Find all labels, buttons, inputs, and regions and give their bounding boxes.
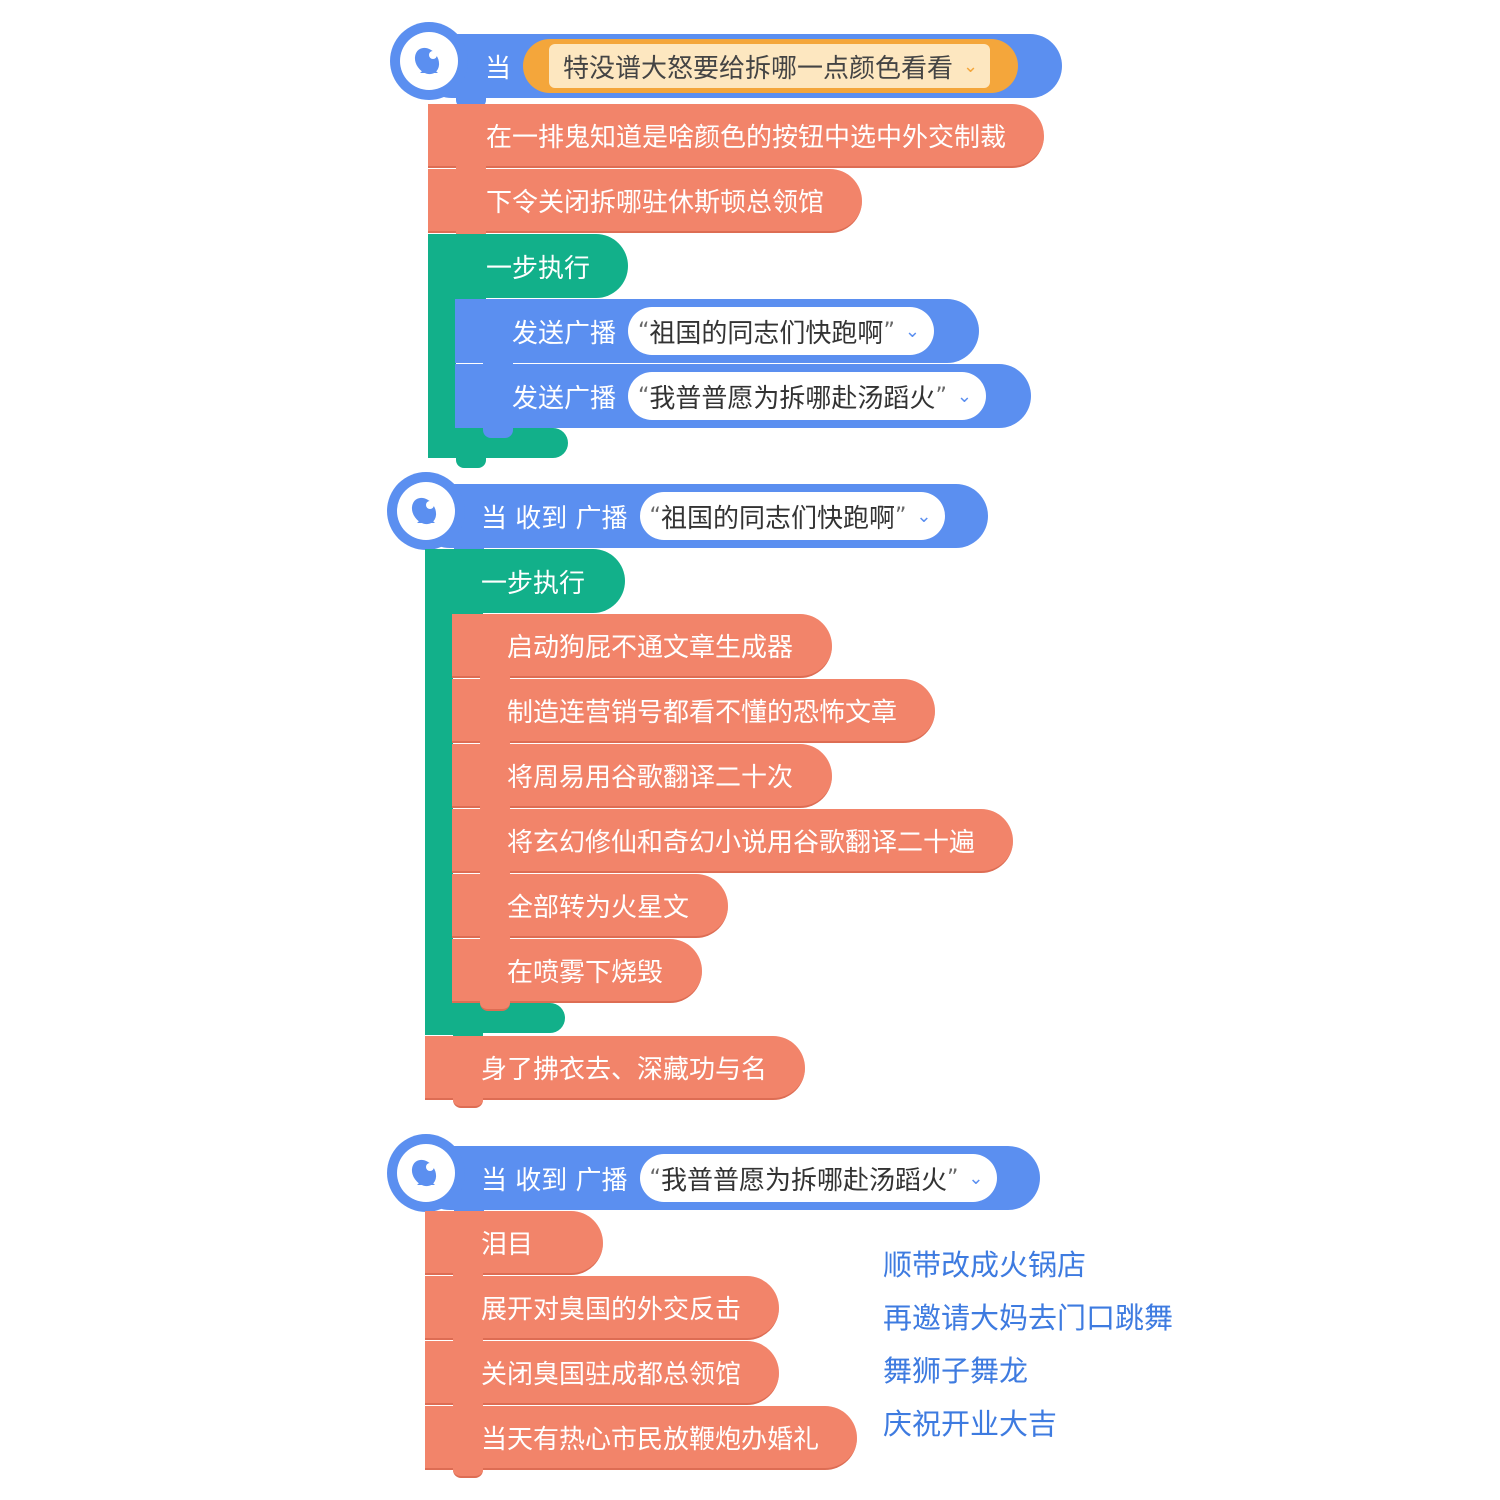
action-block[interactable]: 在一排鬼知道是啥颜色的按钮中选中外交制裁 [428, 104, 1044, 176]
side-note: 舞狮子舞龙 [883, 1354, 1029, 1388]
action-block[interactable]: 身了拂衣去、深藏功与名 [425, 1036, 805, 1108]
chevron-down-icon: ⌄ [916, 505, 932, 527]
satellite-dish-icon [387, 1134, 465, 1212]
side-note: 再邀请大妈去门口跳舞 [883, 1301, 1174, 1335]
action-block[interactable]: 将玄幻修仙和奇幻小说用谷歌翻译二十遍 [452, 809, 1013, 881]
broadcast-select[interactable]: “ 祖国的同志们快跑啊 ” ⌄ [639, 492, 946, 540]
broadcast-block[interactable]: 发送广播 “ 祖国的同志们快跑啊 ” ⌄ [455, 299, 979, 373]
broadcast-select[interactable]: “ 祖国的同志们快跑啊 ” ⌄ [628, 307, 934, 355]
action-block[interactable]: 关闭臭国驻成都总领馆 [425, 1341, 779, 1413]
chevron-down-icon: ⌄ [956, 385, 972, 407]
async-block-header[interactable]: 一步执行 [425, 549, 625, 623]
chevron-down-icon: ⌄ [968, 1167, 984, 1189]
hat-block-when-receive-broadcast[interactable]: 当 收到 广播 “ 祖国的同志们快跑啊 ” ⌄ [418, 484, 988, 558]
broadcast-select[interactable]: “ 我普普愿为拆哪赴汤蹈火 ” ⌄ [628, 372, 986, 420]
action-block[interactable]: 在喷雾下烧毁 [452, 939, 702, 1011]
side-note: 庆祝开业大吉 [883, 1407, 1058, 1441]
async-block-header[interactable]: 一步执行 [428, 234, 628, 308]
chevron-down-icon: ⌄ [963, 55, 979, 77]
satellite-dish-icon [390, 22, 468, 100]
satellite-dish-icon [387, 472, 465, 550]
action-block[interactable]: 下令关闭拆哪驻休斯顿总领馆 [428, 169, 862, 241]
hat-block-when-event[interactable]: 当 特没谱大怒要给拆哪一点颜色看看 ⌄ [420, 34, 1062, 108]
broadcast-select[interactable]: “ 我普普愿为拆哪赴汤蹈火 ” ⌄ [639, 1154, 998, 1202]
event-select[interactable]: 特没谱大怒要给拆哪一点颜色看看 ⌄ [549, 44, 991, 88]
event-select-wrapper[interactable]: 特没谱大怒要给拆哪一点颜色看看 ⌄ [523, 39, 1019, 93]
broadcast-block[interactable]: 发送广播 “ 我普普愿为拆哪赴汤蹈火 ” ⌄ [455, 364, 1031, 438]
action-block[interactable]: 全部转为火星文 [452, 874, 728, 946]
action-block[interactable]: 当天有热心市民放鞭炮办婚礼 [425, 1406, 857, 1478]
async-frame-left [425, 549, 453, 1035]
action-block[interactable]: 启动狗屁不通文章生成器 [452, 614, 832, 686]
action-block[interactable]: 制造连营销号都看不懂的恐怖文章 [452, 679, 935, 751]
side-note: 顺带改成火锅店 [883, 1248, 1087, 1282]
action-block[interactable]: 将周易用谷歌翻译二十次 [452, 744, 832, 816]
hat-label: 当 [485, 53, 512, 84]
chevron-down-icon: ⌄ [904, 320, 920, 342]
action-block[interactable]: 泪目 [425, 1211, 603, 1283]
action-block[interactable]: 展开对臭国的外交反击 [425, 1276, 779, 1348]
hat-block-when-receive-broadcast[interactable]: 当 收到 广播 “ 我普普愿为拆哪赴汤蹈火 ” ⌄ [418, 1146, 1040, 1220]
